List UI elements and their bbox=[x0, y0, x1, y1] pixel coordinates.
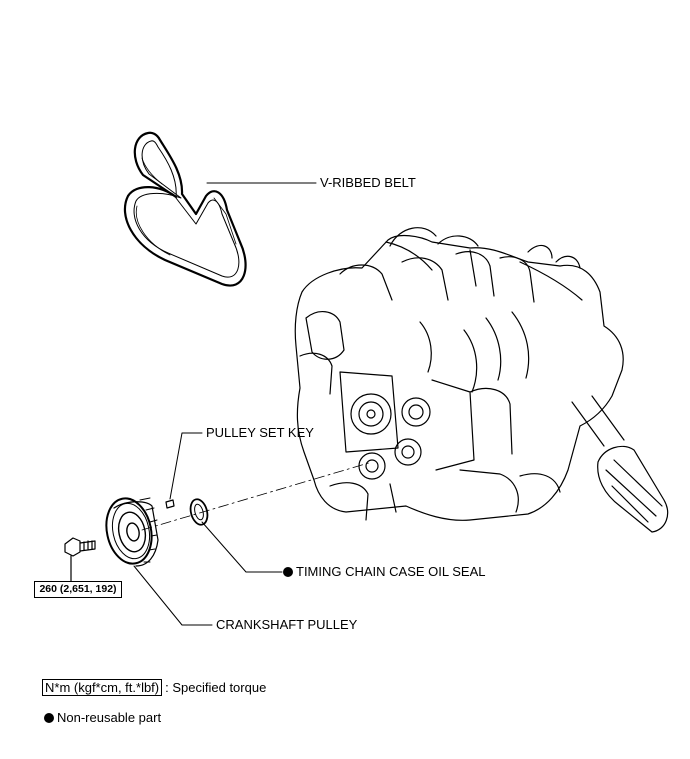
pulley-set-key-drawing bbox=[165, 499, 175, 509]
leader-pulley-set-key bbox=[169, 432, 203, 500]
label-pulley-set-key: PULLEY SET KEY bbox=[206, 425, 314, 440]
non-reusable-marker bbox=[283, 567, 293, 577]
legend-torque: N*m (kgf*cm, ft.*lbf): Specified torque bbox=[42, 679, 267, 696]
leader-crankshaft-pulley bbox=[133, 565, 213, 626]
legend-non-reusable-text: Non-reusable part bbox=[57, 710, 162, 725]
torque-spec-box: 260 (2,651, 192) bbox=[34, 581, 122, 598]
non-reusable-dot-icon bbox=[44, 713, 54, 723]
leader-oil-seal bbox=[201, 521, 283, 573]
legend-torque-description: : Specified torque bbox=[165, 680, 267, 695]
label-crankshaft-pulley: CRANKSHAFT PULLEY bbox=[216, 617, 358, 632]
engine-assembly-drawing bbox=[294, 227, 669, 533]
center-axis-dashed bbox=[141, 461, 373, 531]
oil-seal-drawing bbox=[189, 498, 209, 526]
label-timing-chain-case-oil-seal: TIMING CHAIN CASE OIL SEAL bbox=[296, 564, 486, 579]
bolt-drawing bbox=[64, 537, 96, 582]
v-ribbed-belt-drawing bbox=[123, 131, 247, 287]
legend-non-reusable: Non-reusable part bbox=[44, 710, 161, 726]
legend-torque-unit-box: N*m (kgf*cm, ft.*lbf) bbox=[42, 679, 163, 696]
leader-lines bbox=[133, 182, 317, 626]
label-v-ribbed-belt: V-RIBBED BELT bbox=[320, 175, 416, 190]
crankshaft-pulley-drawing bbox=[105, 497, 159, 567]
